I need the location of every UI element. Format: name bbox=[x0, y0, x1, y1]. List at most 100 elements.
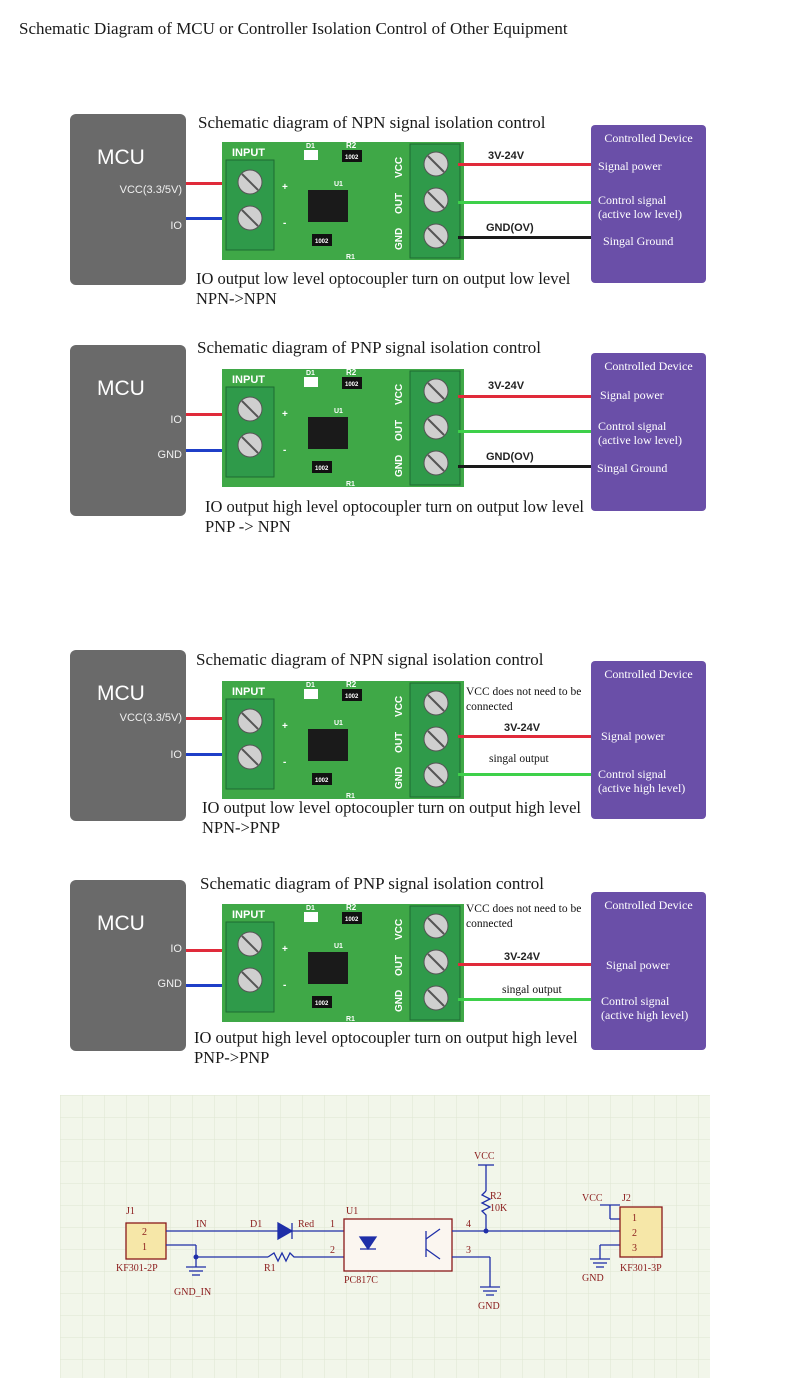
device-ground: Singal Ground bbox=[597, 461, 668, 475]
wire-ground bbox=[458, 465, 591, 468]
optocoupler-board: INPUT D1 R2 U1 R1 1002 1002 + - VCC OUT … bbox=[222, 680, 464, 800]
minus-mark: - bbox=[283, 980, 286, 991]
panel-pnp-pnp: MCU IO GND Schematic diagram of PNP sign… bbox=[0, 872, 800, 1087]
optocoupler-board: INPUT D1 R2 U1 R1 1002 1002 + - VCC OUT … bbox=[222, 903, 464, 1023]
mcu-block: MCU VCC(3.3/5V) IO bbox=[70, 114, 186, 285]
optocoupler-board: INPUT D1 R2 U1 R1 1002 1002 + - VCC OUT … bbox=[222, 141, 464, 261]
j2-connector bbox=[619, 1206, 663, 1258]
panel-npn-pnp: MCU VCC(3.3/5V) IO Schematic diagram of … bbox=[0, 645, 800, 860]
device-title: Controlled Device bbox=[604, 667, 693, 681]
vcc-note: VCC does not need to be connected bbox=[466, 686, 582, 713]
led-d1 bbox=[304, 150, 318, 160]
panel-title: Schematic diagram of PNP signal isolatio… bbox=[200, 874, 545, 893]
j1-pin2-label: 2 bbox=[142, 1227, 147, 1238]
u1-label: U1 bbox=[346, 1206, 358, 1217]
input-label: INPUT bbox=[232, 909, 265, 921]
controlled-device: Controlled Device Signal power Control s… bbox=[591, 353, 706, 511]
resistor-r2 bbox=[342, 377, 362, 389]
j2-pin2-label: 2 bbox=[632, 1228, 637, 1239]
u1-label: U1 bbox=[334, 181, 343, 188]
resistor-r2 bbox=[342, 912, 362, 924]
vcc-label: VCC bbox=[394, 696, 405, 717]
j1-connector bbox=[125, 1222, 167, 1260]
device-control-signal: Control signal (active high level) bbox=[598, 767, 686, 795]
device-signal-power: Signal power bbox=[600, 388, 664, 402]
wire-io bbox=[186, 217, 230, 220]
device-ground: Singal Ground bbox=[603, 234, 674, 248]
d1-diode bbox=[277, 1221, 294, 1241]
device-control-signal: Control signal (active low level) bbox=[598, 419, 682, 447]
led-color-label: Red bbox=[298, 1219, 314, 1230]
r2-code: 1002 bbox=[345, 155, 359, 161]
d1-label: D1 bbox=[306, 143, 315, 150]
led-d1 bbox=[304, 689, 318, 699]
device-signal-power: Signal power bbox=[606, 958, 670, 972]
mcu-pin-bottom: GND bbox=[157, 978, 182, 990]
panel-pnp-npn: MCU IO GND Schematic diagram of PNP sign… bbox=[0, 338, 800, 553]
wire-vcc bbox=[186, 182, 230, 185]
opto-part-label: PC817C bbox=[344, 1275, 378, 1286]
r2-label: R2 bbox=[346, 904, 357, 912]
panel-caption: IO output low level optocoupler turn on … bbox=[196, 269, 571, 308]
mcu-block: MCU VCC(3.3/5V) IO bbox=[70, 650, 186, 821]
mcu-pin-bottom: IO bbox=[170, 749, 182, 761]
out-label: OUT bbox=[394, 732, 405, 753]
j1-label: J1 bbox=[126, 1206, 135, 1217]
wire-signal-output bbox=[458, 773, 591, 776]
mcu-block: MCU IO GND bbox=[70, 345, 186, 516]
panel-caption: IO output low level optocoupler turn on … bbox=[202, 798, 581, 837]
plus-mark: + bbox=[282, 409, 288, 420]
r2-value-label: 10K bbox=[490, 1203, 508, 1214]
opto-led bbox=[358, 1236, 378, 1251]
out-label: OUT bbox=[394, 955, 405, 976]
r1-label: R1 bbox=[346, 481, 355, 487]
controlled-device: Controlled Device Signal power Control s… bbox=[591, 892, 706, 1050]
resistor-r1 bbox=[312, 234, 332, 246]
board-slot: INPUT D1 R2 U1 R1 1002 1002 + - VCC OUT … bbox=[222, 680, 464, 804]
wire-label-output: singal output bbox=[489, 753, 549, 765]
j1-pin1-label: 1 bbox=[142, 1242, 147, 1253]
panel-caption: IO output high level optocoupler turn on… bbox=[205, 497, 584, 536]
in-net-label: IN bbox=[196, 1219, 207, 1230]
device-signal-power: Signal power bbox=[598, 159, 662, 173]
wire-gnd bbox=[186, 984, 230, 987]
r2-label: R2 bbox=[346, 142, 357, 150]
plus-mark: + bbox=[282, 721, 288, 732]
wire-signal-power bbox=[458, 963, 591, 966]
node1-label: 1 bbox=[330, 1219, 335, 1230]
led-d1 bbox=[304, 912, 318, 922]
device-control-signal: Control signal (active low level) bbox=[598, 193, 682, 221]
junction-collector bbox=[483, 1228, 489, 1234]
r1-label: R1 bbox=[346, 1016, 355, 1022]
panel-title: Schematic diagram of PNP signal isolatio… bbox=[197, 338, 542, 357]
mcu-pin-top: IO bbox=[170, 943, 182, 955]
gnd-mid-label: GND bbox=[478, 1301, 500, 1312]
r1-label: R1 bbox=[346, 793, 355, 799]
wire-label-ground: GND(OV) bbox=[486, 222, 534, 234]
wire-control bbox=[458, 430, 591, 433]
optocoupler-board: INPUT D1 R2 U1 R1 1002 1002 + - VCC OUT … bbox=[222, 368, 464, 488]
node4-label: 4 bbox=[466, 1219, 471, 1230]
u1-opto bbox=[343, 1218, 453, 1272]
wire-ground bbox=[458, 236, 591, 239]
wire-label-power: 3V-24V bbox=[488, 150, 525, 162]
opto-chip bbox=[308, 190, 348, 222]
circuit-schematic: J1 2 1 KF301-2P IN GND_IN D1 Red 1 2 R1 … bbox=[60, 1095, 710, 1378]
r2-code: 1002 bbox=[345, 382, 359, 388]
vcc-note: VCC does not need to be connected bbox=[466, 903, 582, 930]
panel-title: Schematic diagram of NPN signal isolatio… bbox=[196, 650, 544, 669]
device-title: Controlled Device bbox=[604, 898, 693, 912]
out-label: OUT bbox=[394, 420, 405, 441]
board-slot: INPUT D1 R2 U1 R1 1002 1002 + - VCC OUT … bbox=[222, 903, 464, 1027]
r1-label: R1 bbox=[346, 254, 355, 260]
j2-pin1-label: 1 bbox=[632, 1213, 637, 1224]
r1-resistor bbox=[267, 1251, 344, 1263]
vcc-right-label: VCC bbox=[582, 1193, 603, 1204]
wire-signal-power bbox=[458, 395, 591, 398]
wire-label-power: 3V-24V bbox=[504, 951, 541, 963]
mcu-label: MCU bbox=[97, 377, 145, 400]
wire-io bbox=[186, 753, 230, 756]
opto-emitter bbox=[425, 1248, 441, 1260]
r2-label: R2 bbox=[346, 369, 357, 377]
